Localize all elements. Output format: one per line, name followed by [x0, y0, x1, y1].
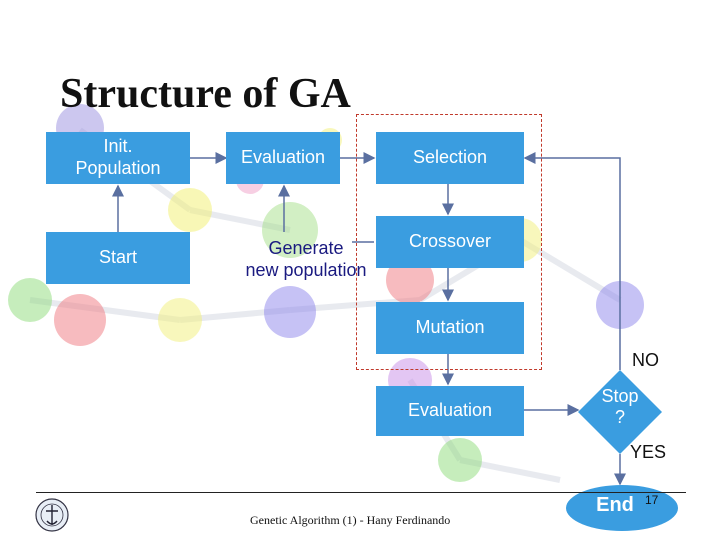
dashed-group-outline — [356, 114, 542, 370]
end-oval — [566, 485, 678, 531]
university-logo-icon — [35, 498, 69, 532]
mutation-box: Mutation — [376, 302, 524, 354]
evaluation-bottom-box: Evaluation — [376, 386, 524, 436]
no-label: NO — [632, 350, 659, 370]
stop-decision-diamond — [578, 370, 662, 454]
crossover-box: Crossover — [376, 216, 524, 268]
page-title: Structure of GA — [60, 71, 351, 117]
arrow-stop-no-loop — [523, 152, 621, 370]
stop-label: Stop ? — [601, 386, 639, 427]
footer-text: Genetic Algorithm (1) - Hany Ferdinando — [250, 513, 451, 527]
end-label: End — [596, 494, 634, 516]
yes-label: YES — [630, 442, 667, 462]
init-population-box: Init. Population — [46, 132, 190, 184]
page-number: 17 — [645, 493, 659, 507]
selection-box: Selection — [376, 132, 524, 184]
evaluation-top-box: Evaluation — [226, 132, 340, 184]
start-box: Start — [46, 232, 190, 284]
generate-new-population-label: Generate new population — [245, 238, 367, 280]
footer-divider — [36, 492, 686, 493]
